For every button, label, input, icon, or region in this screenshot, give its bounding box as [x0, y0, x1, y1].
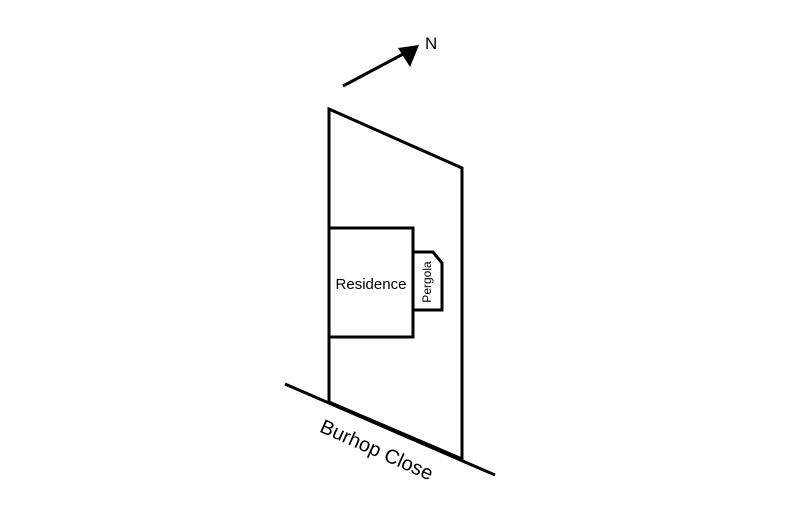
north-arrow-icon	[342, 45, 419, 88]
north-arrow-shaft	[342, 51, 406, 88]
street-name: Burhop Close	[317, 416, 437, 485]
north-arrow-head	[398, 45, 419, 67]
north-label: N	[425, 34, 437, 53]
pergola-label: Pergola	[420, 261, 434, 303]
street-edge-line	[284, 382, 496, 477]
pergola-footprint	[411, 250, 444, 312]
residence-label: Residence	[336, 276, 407, 293]
